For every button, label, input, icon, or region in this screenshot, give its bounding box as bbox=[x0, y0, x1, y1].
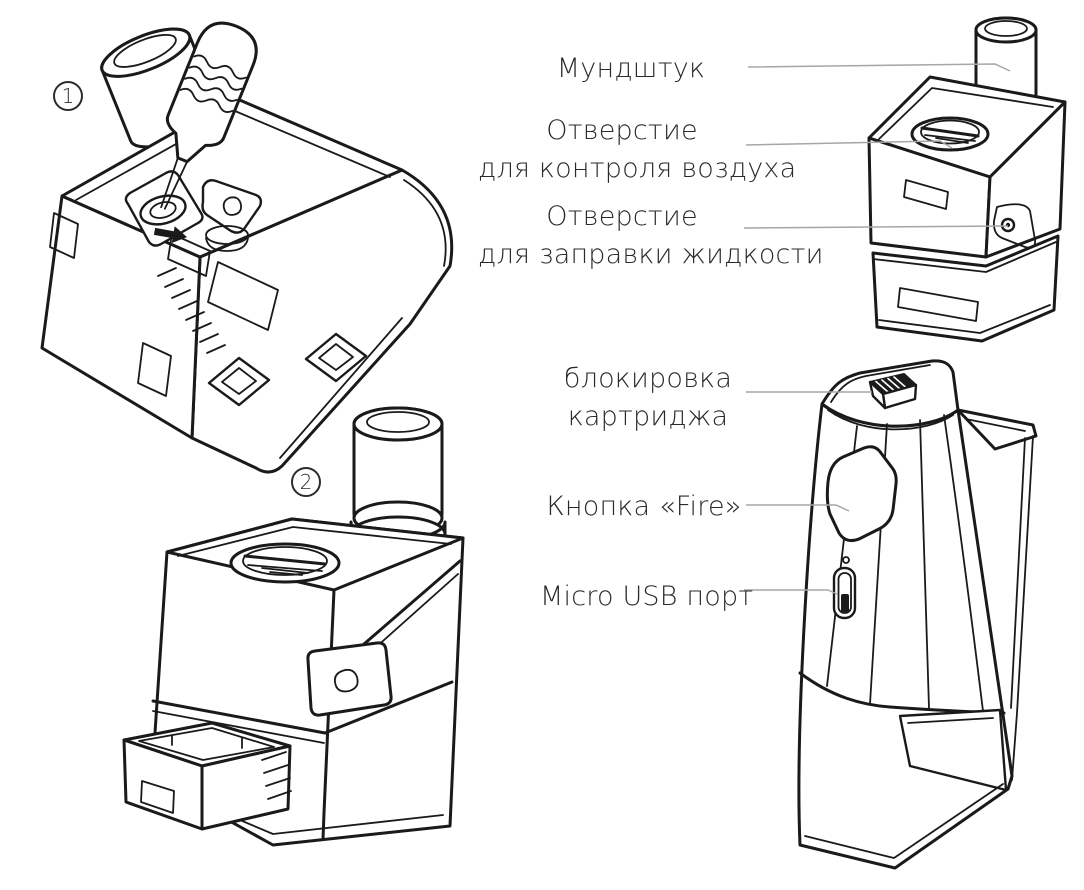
bottom-notch bbox=[898, 708, 1008, 792]
ribbed-band bbox=[157, 267, 226, 354]
drawer-tray bbox=[122, 721, 292, 831]
refill-bottle bbox=[160, 21, 258, 210]
label-line: блокировка bbox=[563, 363, 733, 394]
fill-hole bbox=[139, 194, 187, 226]
step-badge-1: 1 bbox=[53, 81, 83, 111]
side-button bbox=[306, 641, 393, 717]
latch-arm bbox=[956, 408, 1038, 781]
label-air-control-hole: Отверстие для контроля воздуха bbox=[478, 112, 797, 188]
teardrop-icon bbox=[333, 668, 359, 693]
label-line: Отверстие bbox=[546, 201, 698, 232]
airflow-dial bbox=[910, 116, 990, 152]
label-line: для контроля воздуха bbox=[478, 153, 797, 184]
fill-hole-area bbox=[124, 170, 263, 252]
label-mouthpiece: Мундштук bbox=[520, 50, 742, 88]
led-indicator bbox=[842, 556, 850, 564]
seal-teardrop bbox=[222, 196, 242, 216]
label-liquid-fill-hole: Отверстие для заправки жидкости bbox=[478, 198, 824, 274]
illustration-step2-drawer bbox=[122, 406, 465, 847]
direction-arrow bbox=[153, 226, 188, 244]
label-micro-usb-port: Micro USB порт bbox=[540, 578, 754, 616]
airflow-dial bbox=[229, 542, 341, 584]
connector-diamonds bbox=[207, 332, 368, 407]
label-line: для заправки жидкости bbox=[478, 239, 824, 270]
label-line: Отверстие bbox=[546, 115, 698, 146]
illustration-step1-refill bbox=[40, 21, 454, 474]
cartridge-lock-button bbox=[868, 373, 918, 410]
seal-plug-stub bbox=[205, 225, 249, 245]
label-line: Мундштук bbox=[556, 53, 706, 84]
illustration-cartridge-labeled bbox=[867, 16, 1067, 343]
label-line: Micro USB порт bbox=[540, 581, 754, 612]
illustration-battery-labeled bbox=[797, 359, 1038, 870]
label-cartridge-lock: блокировка картриджа bbox=[550, 360, 746, 436]
battery-body bbox=[797, 359, 1014, 870]
label-line: Кнопка «Fire» bbox=[546, 491, 742, 522]
label-fire-button: Кнопка «Fire» bbox=[538, 488, 750, 526]
fire-button-shape bbox=[825, 445, 898, 542]
step-badge-2: 2 bbox=[291, 467, 321, 497]
mouthpiece-shape bbox=[349, 406, 447, 541]
cartridge-body bbox=[867, 75, 1067, 343]
usb-port-shape bbox=[832, 566, 857, 620]
label-line: картриджа bbox=[567, 401, 729, 432]
